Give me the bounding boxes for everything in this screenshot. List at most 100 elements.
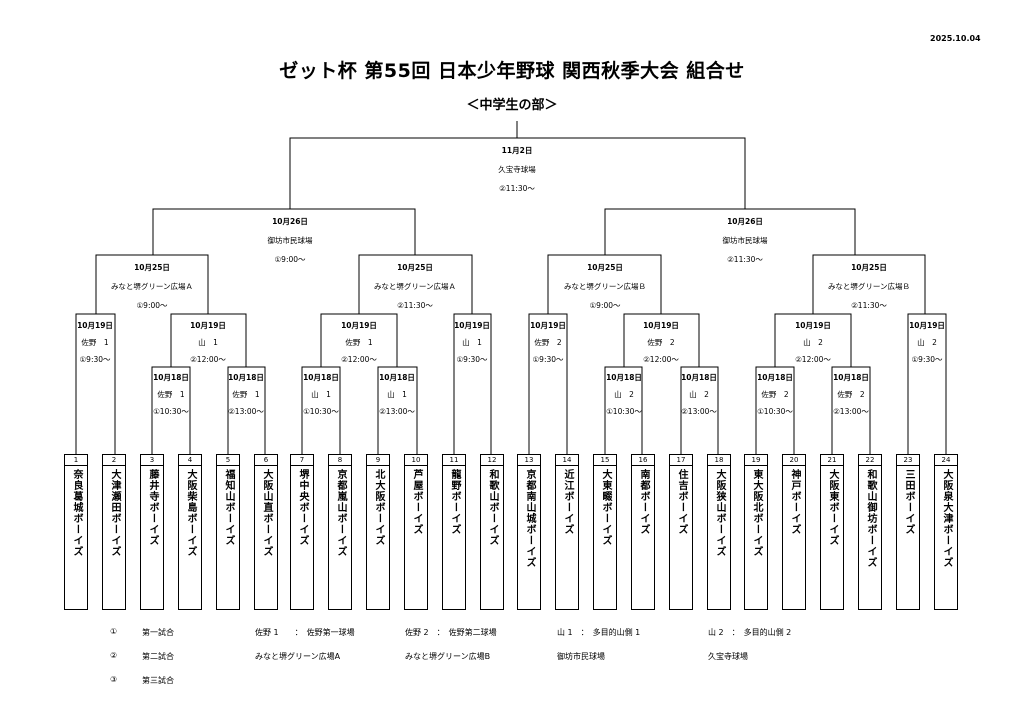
- match-time: ②13:00～: [681, 407, 717, 416]
- team-number: 10: [405, 455, 427, 466]
- match-venue: みなと堺グリーン広場Ｂ: [827, 282, 911, 291]
- team-name: 大東畷ボーイズ: [600, 469, 611, 546]
- team-name: 和歌山ボーイズ: [487, 469, 498, 546]
- match-venue: 佐野 2: [761, 390, 789, 399]
- match-r2-3: 10月19日 佐野 1 ②12:00～: [341, 317, 377, 368]
- team-name: 住吉ボーイズ: [676, 469, 687, 535]
- match-r1-8: 10月18日 佐野 2 ②13:00～: [833, 369, 869, 420]
- team-name: 福知山ボーイズ: [223, 469, 234, 546]
- match-venue: 佐野 1: [345, 338, 373, 347]
- match-date: 10月26日: [727, 217, 763, 226]
- match-time: ①9:00～: [274, 255, 306, 264]
- match-time: ①10:30～: [606, 407, 642, 416]
- match-venue: 久宝寺球場: [498, 165, 536, 174]
- match-date: 10月19日: [190, 321, 226, 330]
- team-number: 15: [594, 455, 616, 466]
- team-number: 9: [367, 455, 389, 466]
- match-time: ①9:30～: [79, 355, 111, 364]
- match-time: ②11:30～: [727, 255, 763, 264]
- team-number: 6: [255, 455, 277, 466]
- match-venue: 山 2: [614, 390, 634, 399]
- team-number: 22: [859, 455, 881, 466]
- team-name: 大阪柴島ボーイズ: [185, 469, 196, 557]
- team-number: 18: [708, 455, 730, 466]
- team-number: 16: [632, 455, 654, 466]
- match-venue: みなと堺グリーン広場Ｂ: [563, 282, 647, 291]
- team-number: 14: [556, 455, 578, 466]
- match-venue: 佐野 2: [534, 338, 562, 347]
- legend-mark-3: ③: [110, 675, 118, 684]
- match-qf4: 10月25日 みなと堺グリーン広場Ｂ ②11:30～: [828, 258, 910, 315]
- match-venue: 御坊市民球場: [722, 236, 768, 245]
- legend-sano1: 佐野 1 ： 佐野第一球場: [255, 628, 355, 637]
- match-r1-3: 10月18日 山 1 ①10:30～: [303, 369, 339, 420]
- match-r2-8: 10月19日 山 2 ①9:30～: [909, 317, 945, 368]
- legend-green-b: みなと堺グリーン広場B: [405, 652, 491, 661]
- match-time: ①9:30～: [456, 355, 488, 364]
- match-venue: みなと堺グリーン広場Ａ: [373, 282, 457, 291]
- match-date: 10月18日: [153, 373, 189, 382]
- match-date: 10月18日: [606, 373, 642, 382]
- match-time: ②12:00～: [795, 355, 831, 364]
- document-date: 2025.10.04: [930, 34, 981, 43]
- team-name: 藤井寺ボーイズ: [147, 469, 158, 546]
- legend-gobo: 御坊市民球場: [557, 652, 605, 661]
- match-r1-2: 10月18日 佐野 1 ②13:00～: [228, 369, 264, 420]
- legend-kyuhoji: 久宝寺球場: [708, 652, 748, 661]
- match-venue: みなと堺グリーン広場Ａ: [110, 282, 194, 291]
- match-time: ②13:00～: [833, 407, 869, 416]
- team-name: 神戸ボーイズ: [789, 469, 800, 535]
- match-venue: 山 2: [917, 338, 937, 347]
- match-r2-1: 10月19日 佐野 1 ①9:30～: [77, 317, 113, 368]
- match-venue: 山 1: [387, 390, 407, 399]
- team-name: 大阪泉大津ボーイズ: [941, 469, 952, 568]
- legend-label-3: 第三試合: [142, 676, 174, 685]
- team-number: 7: [291, 455, 313, 466]
- match-date: 10月25日: [587, 263, 623, 272]
- legend-mark-1: ①: [110, 627, 118, 636]
- page-subtitle: ＜中学生の部＞: [466, 98, 558, 113]
- team-box: 19 東大阪北ボーイズ: [744, 454, 768, 610]
- team-name: 大津瀬田ボーイズ: [109, 469, 120, 557]
- match-r1-4: 10月18日 山 1 ②13:00～: [379, 369, 415, 420]
- match-r2-2: 10月19日 山 1 ②12:00～: [190, 317, 226, 368]
- team-name: 奈良葛城ボーイズ: [71, 469, 82, 557]
- team-name: 京都南山城ボーイズ: [524, 469, 535, 568]
- match-semi-left: 10月26日 御坊市民球場 ①9:00～: [268, 212, 313, 269]
- match-time: ①9:00～: [589, 301, 621, 310]
- team-number: 21: [821, 455, 843, 466]
- team-name: 北大阪ボーイズ: [373, 469, 384, 546]
- team-name: 龍野ボーイズ: [449, 469, 460, 535]
- match-date: 10月18日: [379, 373, 415, 382]
- match-venue: 佐野 1: [232, 390, 260, 399]
- match-venue: 御坊市民球場: [267, 236, 313, 245]
- match-venue: 山 1: [198, 338, 218, 347]
- team-number: 19: [745, 455, 767, 466]
- match-r1-7: 10月18日 佐野 2 ①10:30～: [757, 369, 793, 420]
- team-name: 三田ボーイズ: [903, 469, 914, 535]
- legend-label-1: 第一試合: [142, 628, 174, 637]
- legend-yama1: 山 1 ： 多目的山側 1: [557, 628, 641, 637]
- team-number: 24: [935, 455, 957, 466]
- match-r1-1: 10月18日 佐野 1 ①10:30～: [153, 369, 189, 420]
- team-number: 20: [783, 455, 805, 466]
- match-date: 10月25日: [134, 263, 170, 272]
- page-title: ゼット杯 第55回 日本少年野球 関西秋季大会 組合せ: [279, 60, 745, 82]
- team-name: 東大阪北ボーイズ: [751, 469, 762, 557]
- team-number: 8: [329, 455, 351, 466]
- match-time: ①9:30～: [911, 355, 943, 364]
- team-name: 大阪東ボーイズ: [827, 469, 838, 546]
- match-venue: 山 1: [462, 338, 482, 347]
